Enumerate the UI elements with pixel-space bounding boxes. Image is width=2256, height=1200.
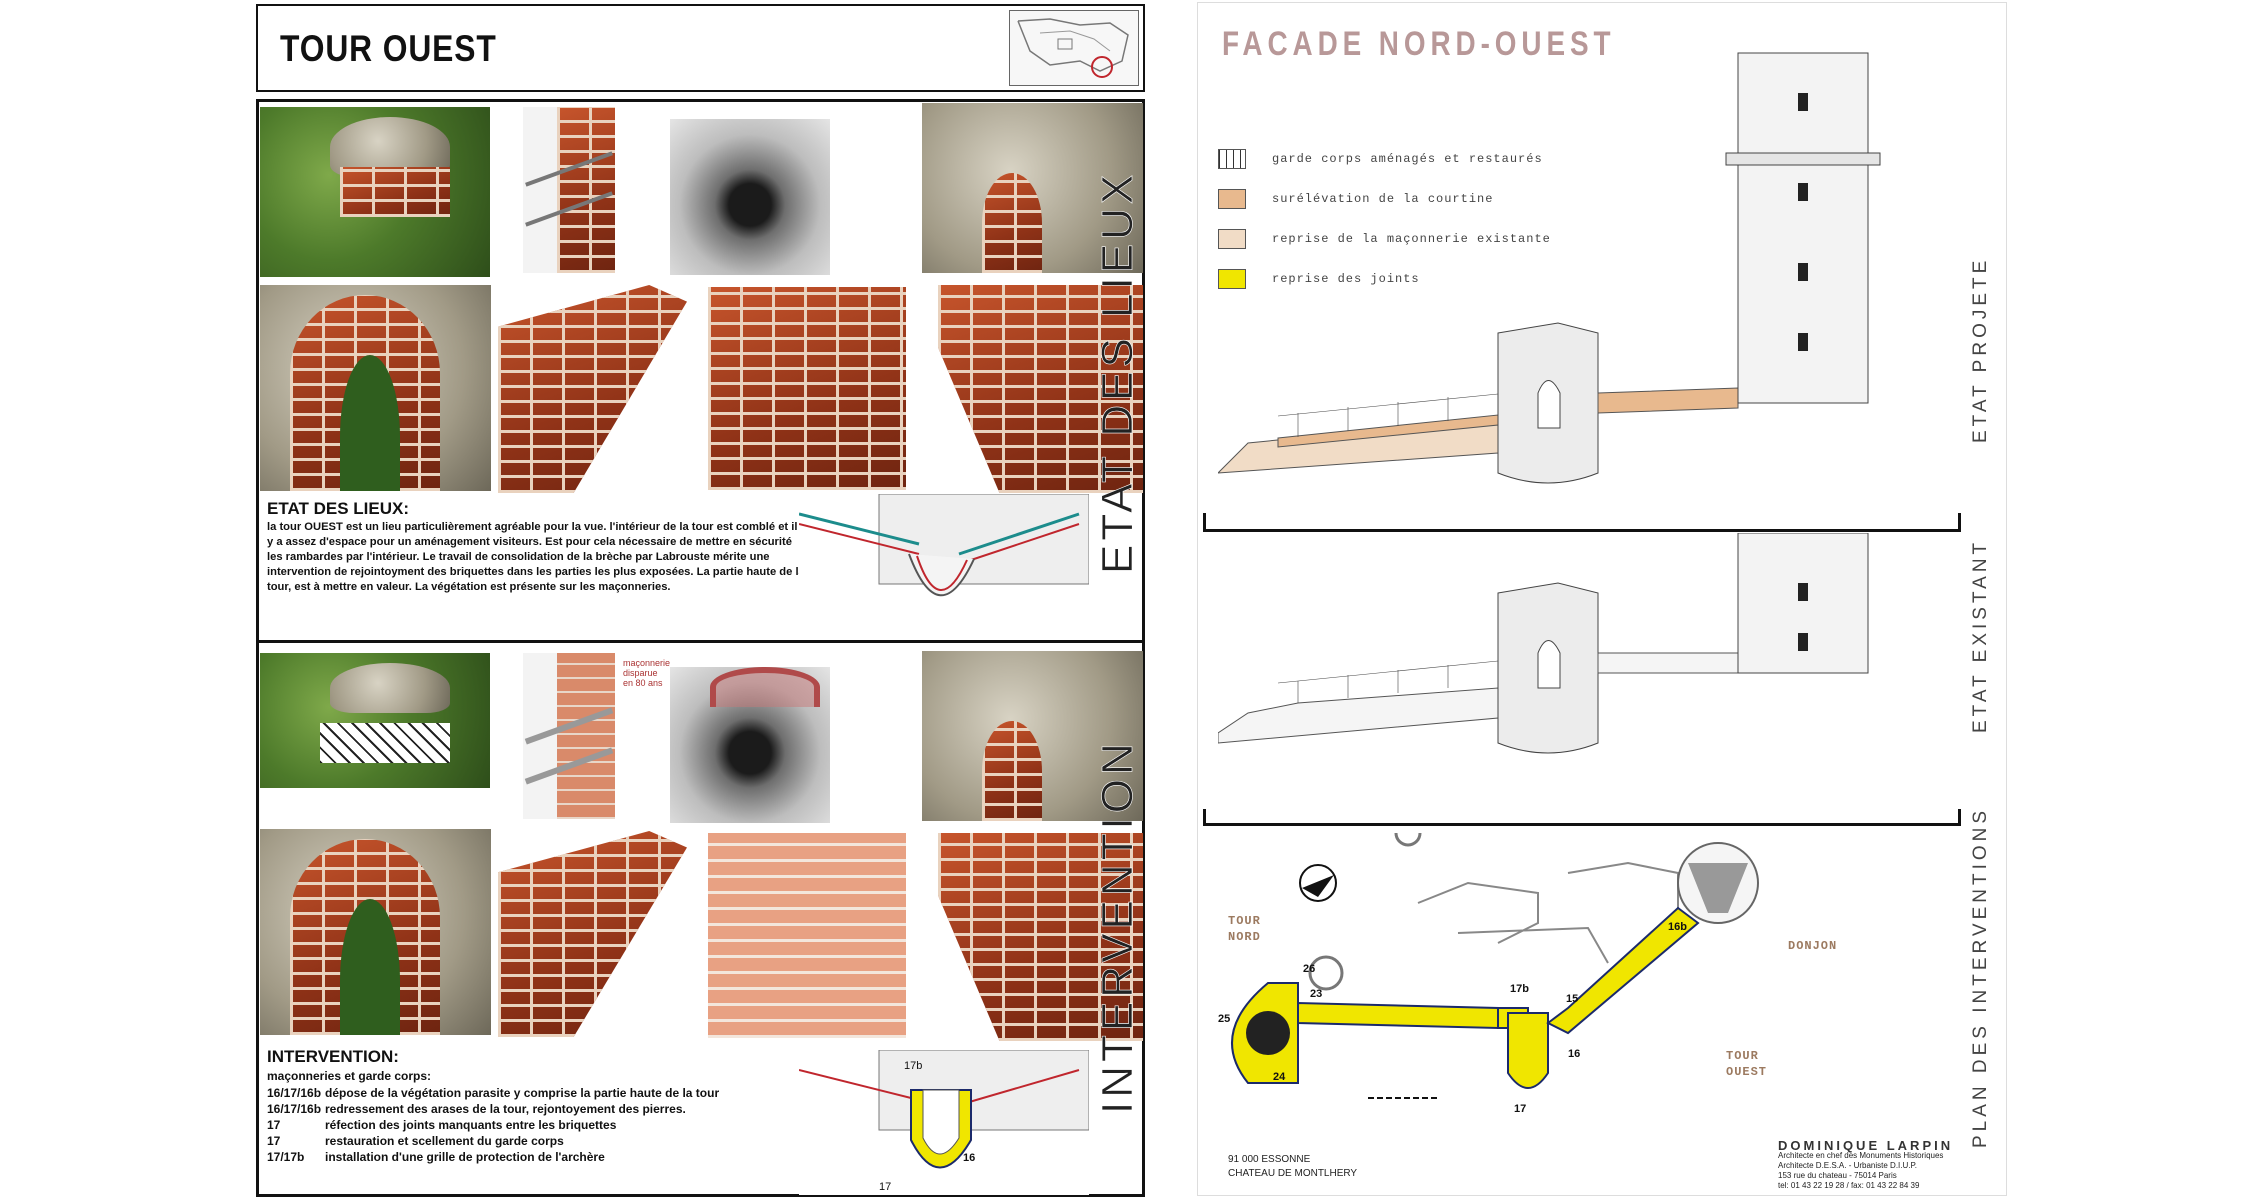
- legend-swatch-railing: [1218, 149, 1246, 169]
- legend: garde corps aménagés et restaurés surélé…: [1218, 139, 1551, 299]
- intervention-heading: INTERVENTION:: [267, 1047, 399, 1066]
- photo-breach-intervention: [922, 651, 1143, 821]
- facade-title: FACADE NORD-OUEST: [1222, 25, 1616, 63]
- photo-railing-intervention: [523, 653, 615, 819]
- tour-ouest-panel: ETAT DES LIEUX ETAT DES LIEUX: la tour O…: [256, 99, 1145, 1197]
- photo-arch-etat: [260, 285, 491, 491]
- page-title: TOUR OUEST: [280, 28, 497, 69]
- sheet-title-box: TOUR OUEST: [256, 4, 1145, 92]
- legend-item: surélévation de la courtine: [1218, 179, 1551, 219]
- location-keymap: [1009, 10, 1139, 86]
- etat-existant-label: ETAT EXISTANT: [1970, 538, 1991, 733]
- photo-vault-2-etat: [708, 287, 906, 490]
- elevation-divider-2: [1203, 823, 1961, 826]
- plan-label-tour-nord: TOUR NORD: [1228, 914, 1261, 944]
- plan-number: 17b: [904, 1060, 923, 1072]
- etat-heading: ETAT DES LIEUX:: [267, 499, 409, 518]
- legend-swatch-joints: [1218, 269, 1246, 289]
- plan-number: 15: [1566, 993, 1579, 1005]
- photo-archive-bw-etat: [670, 119, 830, 275]
- divider-tick: [1958, 513, 1961, 531]
- photo-breach-etat: [922, 103, 1143, 273]
- etat-projete-label: ETAT PROJETE: [1970, 256, 1991, 443]
- etat-plan-diagram: [798, 493, 1090, 634]
- footer-location: 91 000 ESSONNE CHATEAU DE MONTLHERY: [1228, 1154, 1358, 1179]
- plan-number: 26: [1303, 963, 1316, 975]
- legend-swatch-reprise: [1218, 229, 1246, 249]
- etat-text: la tour OUEST est un lieu particulièreme…: [267, 521, 805, 593]
- intervention-subheading: maçonneries et garde corps:: [267, 1069, 432, 1083]
- photo-vault-1-etat: [498, 285, 687, 493]
- elevation-projete: [1218, 52, 1881, 484]
- legend-item: garde corps aménagés et restaurés: [1218, 139, 1551, 179]
- intervention-side-label: INTERVENTION: [1093, 739, 1143, 1115]
- intervention-plan: [1231, 833, 1759, 1099]
- photo-vault-2-intervention: [708, 833, 906, 1038]
- plan-number: 24: [1273, 1071, 1286, 1083]
- plan-label-donjon: DONJON: [1788, 939, 1838, 953]
- divider-tick: [1203, 809, 1206, 825]
- photo-tower-top-etat: [260, 107, 490, 277]
- legend-item: reprise des joints: [1218, 259, 1551, 299]
- plan-label-tour-ouest: TOUR OUEST: [1726, 1049, 1768, 1079]
- etat-des-lieux-side-label: ETAT DES LIEUX: [1093, 170, 1143, 574]
- plan-number: 25: [1218, 1013, 1231, 1025]
- photo-arch-intervention: [260, 829, 491, 1035]
- legend-swatch-surelevation: [1218, 189, 1246, 209]
- section-divider: [259, 640, 1143, 643]
- plan-number: 16: [1568, 1048, 1581, 1060]
- photo-archive-bw-intervention: [670, 667, 830, 823]
- plan-number: 23: [1310, 988, 1323, 1000]
- photo-vault-1-intervention: [498, 831, 687, 1037]
- footer-architect: DOMINIQUE LARPIN Architecte en chef des …: [1778, 1138, 1954, 1190]
- legend-item: reprise de la maçonnerie existante: [1218, 219, 1551, 259]
- photo-tower-top-intervention: [260, 653, 490, 788]
- facade-sheet: FACADE NORD-OUEST garde corps aménagés e…: [1197, 2, 2007, 1196]
- plan-number: 17: [879, 1181, 892, 1193]
- plan-des-interventions-label: PLAN DES INTERVENTIONS: [1970, 806, 1991, 1148]
- elevation-existant: [1218, 533, 1869, 754]
- divider-tick: [1958, 809, 1961, 825]
- plan-number: 17: [1514, 1103, 1527, 1115]
- intervention-plan-diagram: 17b 16 17: [798, 1049, 1090, 1195]
- photo-note: maçonnerie disparue en 80 ans: [623, 658, 671, 688]
- photo-railing-etat: [523, 107, 615, 273]
- elevation-divider-1: [1203, 529, 1961, 532]
- plan-number: 16: [963, 1152, 976, 1164]
- plan-number: 16b: [1668, 921, 1687, 933]
- divider-tick: [1203, 513, 1206, 531]
- plan-number: 17b: [1510, 983, 1529, 995]
